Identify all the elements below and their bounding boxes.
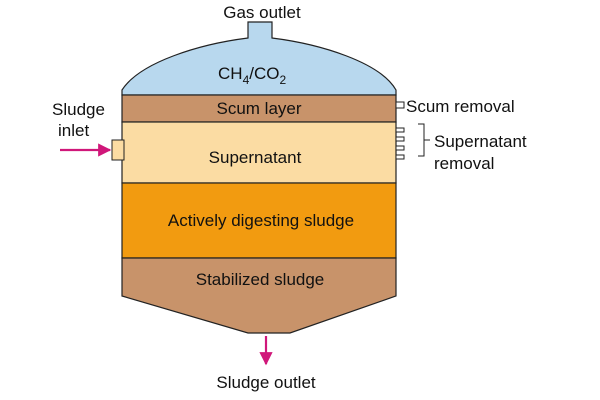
scum-layer-label: Scum layer: [216, 99, 301, 118]
active-sludge-layer: [121, 182, 397, 259]
supernatant-removal-ports: [395, 127, 405, 160]
gas-dome: [121, 21, 397, 96]
gas-outlet-label: Gas outlet: [223, 3, 301, 22]
scum-layer: [121, 94, 397, 123]
supernatant-label: Supernatant: [209, 148, 302, 167]
sludge-outlet-label: Sludge outlet: [216, 373, 316, 392]
gas-formula-label: CH4/CO2: [218, 64, 286, 87]
supernatant-removal-bracket: [418, 123, 430, 157]
sludge-inlet-label-line2: inlet: [58, 121, 89, 140]
supernatant-removal-label-line1: Supernatant: [434, 132, 527, 151]
scum-removal-label: Scum removal: [406, 97, 515, 116]
stabilized-sludge-layer: [121, 257, 397, 334]
scum-removal-port: [395, 101, 405, 109]
sludge-inlet-label-line1: Sludge: [52, 100, 105, 119]
supernatant-removal-label-line2: removal: [434, 154, 494, 173]
stabilized-sludge-label: Stabilized sludge: [196, 270, 325, 289]
supernatant-layer: [121, 121, 397, 184]
inlet-pipe: [111, 139, 125, 161]
active-sludge-label: Actively digesting sludge: [168, 211, 354, 230]
